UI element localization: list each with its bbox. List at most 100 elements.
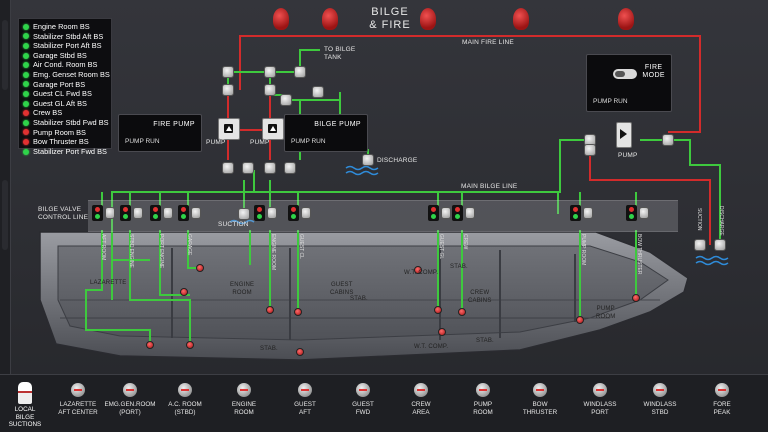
bilge-sensor-icon[interactable] — [576, 316, 584, 324]
fire-mode-panel: FIRE MODE PUMP RUN — [586, 54, 672, 112]
bilge-valve-signal[interactable] — [452, 205, 463, 221]
suction-knob-icon — [715, 383, 729, 397]
suction-knob-icon — [653, 383, 667, 397]
local-suction-button[interactable]: A.C. ROOM (STBD) — [155, 378, 215, 432]
valve-icon[interactable] — [222, 162, 234, 174]
valve-icon[interactable] — [238, 208, 250, 220]
suction-knob-icon — [71, 383, 85, 397]
local-suction-button[interactable]: LAZARETTE AFT CENTER — [48, 378, 108, 432]
bilge-valve-signal[interactable] — [150, 205, 161, 221]
valve-icon[interactable] — [694, 239, 706, 251]
hull-valve-tag: BOW THRUSTER — [636, 234, 642, 275]
bilge-sensor-icon[interactable] — [434, 306, 442, 314]
bilge-valve-signal[interactable] — [288, 205, 299, 221]
legend-label: Stabilizer Port Aft BS — [33, 41, 102, 51]
local-suction-button-label: GUEST AFT — [294, 401, 316, 416]
valve-icon[interactable] — [133, 207, 143, 219]
status-dot-icon — [23, 62, 29, 69]
valve-icon[interactable] — [264, 84, 276, 96]
status-dot-icon — [23, 23, 29, 30]
local-suction-button[interactable]: CREW AREA — [391, 378, 451, 432]
fire-hydrant-icon[interactable] — [618, 8, 634, 30]
bilge-sensor-icon[interactable] — [296, 348, 304, 356]
bilge-valve-signal[interactable] — [178, 205, 189, 221]
bilge-pump-panel[interactable]: BILGE PUMP PUMP RUN — [284, 114, 368, 152]
valve-icon[interactable] — [105, 207, 115, 219]
valve-icon[interactable] — [294, 66, 306, 78]
bilge-sensor-icon[interactable] — [146, 341, 154, 349]
local-suction-button[interactable]: PUMP ROOM — [453, 378, 513, 432]
local-suction-button[interactable]: ENGINE ROOM — [214, 378, 274, 432]
bilge-valve-signal[interactable] — [254, 205, 265, 221]
valve-icon[interactable] — [222, 66, 234, 78]
fire-hydrant-icon[interactable] — [513, 8, 529, 30]
status-dot-icon — [23, 33, 29, 40]
valve-icon[interactable] — [662, 134, 674, 146]
hull-valve-tag: PORT ENGINE — [158, 234, 164, 269]
fire-mode-toggle[interactable] — [613, 69, 637, 79]
main-bilge-line-label: MAIN BILGE LINE — [461, 183, 518, 190]
bilge-pump-icon[interactable] — [262, 118, 284, 140]
local-suction-button[interactable]: GUEST AFT — [275, 378, 335, 432]
local-suction-button[interactable]: EMG.GEN.ROOM (PORT) — [100, 378, 160, 432]
valve-icon[interactable] — [312, 86, 324, 98]
bilge-sensor-icon[interactable] — [438, 328, 446, 336]
legend-label: Pump Room BS — [33, 127, 86, 137]
fire-pump-icon[interactable] — [218, 118, 240, 140]
fire-hydrant-icon[interactable] — [322, 8, 338, 30]
local-suction-button[interactable]: FORE PEAK — [692, 378, 752, 432]
bilge-valve-signal[interactable] — [626, 205, 637, 221]
valve-icon[interactable] — [163, 207, 173, 219]
valve-icon[interactable] — [441, 207, 451, 219]
bilge-sensor-icon[interactable] — [196, 264, 204, 272]
valve-icon[interactable] — [267, 207, 277, 219]
local-suction-button[interactable]: WINDLASS PORT — [570, 378, 630, 432]
valve-icon[interactable] — [280, 94, 292, 106]
local-suction-button[interactable]: GUEST FWD — [333, 378, 393, 432]
valve-icon[interactable] — [362, 154, 374, 166]
bilge-sensor-icon[interactable] — [458, 308, 466, 316]
suction-knob-icon — [414, 383, 428, 397]
valve-icon[interactable] — [465, 207, 475, 219]
bilge-valve-signal[interactable] — [570, 205, 581, 221]
bilge-valve-signal[interactable] — [92, 205, 103, 221]
legend-label: Stabilizer Stbd Fwd BS — [33, 117, 109, 127]
bilge-valve-signal[interactable] — [428, 205, 439, 221]
bilge-sensor-icon[interactable] — [414, 266, 422, 274]
bilge-valve-signal[interactable] — [120, 205, 131, 221]
valve-icon[interactable] — [714, 239, 726, 251]
valve-icon[interactable] — [301, 207, 311, 219]
local-suction-button[interactable]: WINDLASS STBD — [630, 378, 690, 432]
bilge-sensor-icon[interactable] — [632, 294, 640, 302]
legend-row: Garage Port BS — [23, 80, 107, 90]
valve-icon[interactable] — [222, 84, 234, 96]
bilge-sensor-icon[interactable] — [180, 288, 188, 296]
valve-icon[interactable] — [264, 162, 276, 174]
bilge-sensor-icon[interactable] — [186, 341, 194, 349]
to-bilge-tank-label: TO BILGE TANK — [324, 46, 356, 61]
valve-icon[interactable] — [242, 162, 254, 174]
fire-bilge-pump-icon[interactable] — [616, 122, 632, 148]
valve-icon[interactable] — [284, 162, 296, 174]
hull-room-label: PUMP ROOM — [596, 306, 616, 320]
valve-icon[interactable] — [639, 207, 649, 219]
valve-icon[interactable] — [191, 207, 201, 219]
local-suction-button-label: BOW THRUSTER — [522, 401, 558, 416]
fire-hydrant-icon[interactable] — [420, 8, 436, 30]
right-pump-label: PUMP — [618, 152, 638, 159]
fire-pump-panel[interactable]: FIRE PUMP PUMP RUN — [118, 114, 202, 152]
local-suction-button-label: LAZARETTE AFT CENTER — [58, 401, 98, 416]
fire-hydrant-icon[interactable] — [273, 8, 289, 30]
suction-knob-icon — [298, 383, 312, 397]
legend-row: Stabilizer Port Aft BS — [23, 41, 107, 51]
bilge-sensor-icon[interactable] — [294, 308, 302, 316]
local-suction-button-label: PUMP ROOM — [473, 401, 493, 416]
valve-icon[interactable] — [583, 207, 593, 219]
valve-icon[interactable] — [584, 144, 596, 156]
bilge-pump-title: BILGE PUMP — [314, 121, 361, 128]
valve-icon[interactable] — [264, 66, 276, 78]
local-suction-button[interactable]: BOW THRUSTER — [510, 378, 570, 432]
bilge-sensor-icon[interactable] — [266, 306, 274, 314]
hull-room-label: W.T. COMP. — [414, 344, 449, 350]
